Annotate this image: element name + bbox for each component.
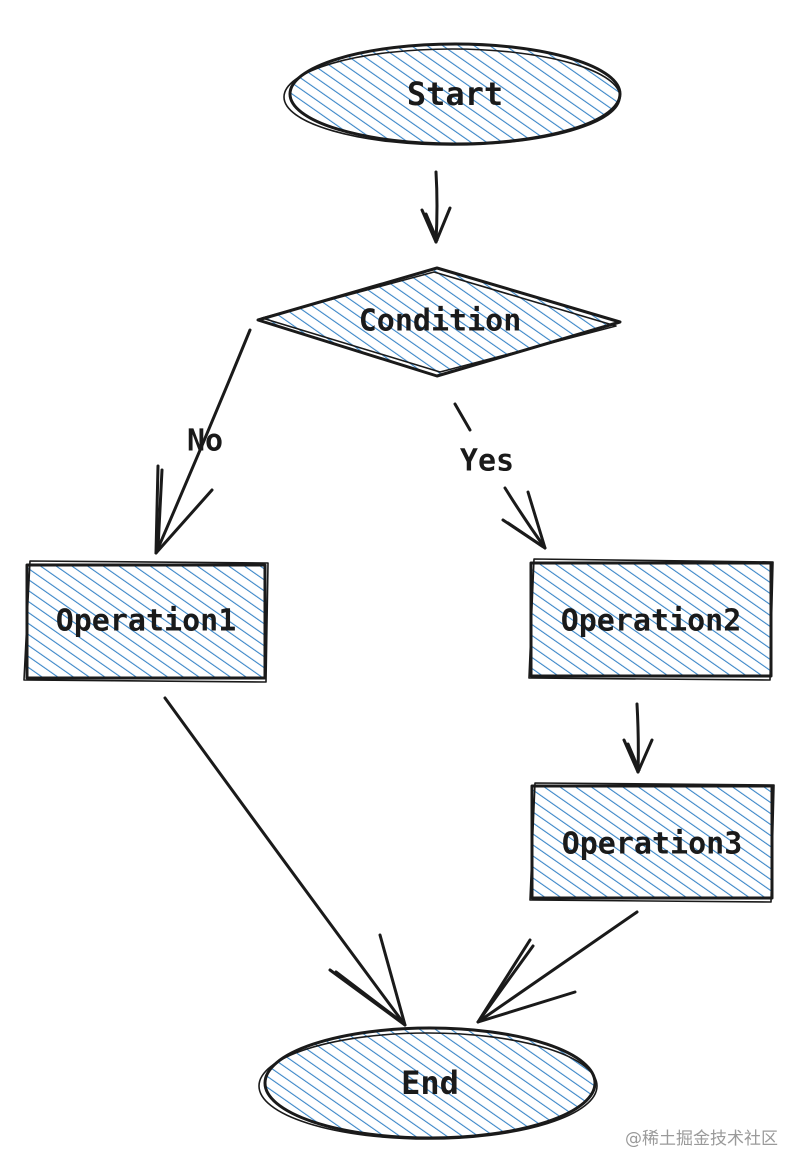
operation3-node: Operation3 [529,782,775,903]
start-node: Start [283,42,622,146]
edge-operation1-end [163,696,407,1027]
condition-node: Condition [256,266,622,378]
condition-label: Condition [359,304,522,339]
no-label: No [187,424,223,459]
edge-operation3-end [476,910,639,1024]
operation3-label: Operation3 [562,827,743,862]
operation1-label: Operation1 [56,604,237,639]
yes-label: Yes [460,444,514,479]
operation2-label: Operation2 [561,604,742,639]
edge-condition-operation1: No [154,328,252,555]
watermark: @稀土掘金技术社区 [625,1129,778,1149]
operation1-node: Operation1 [23,560,269,683]
edge-condition-operation2: Yes [453,402,547,550]
start-label: Start [407,75,503,113]
edge-operation2-operation3 [622,702,654,774]
end-node: End [258,1026,598,1140]
edge-start-condition [420,170,452,244]
operation2-node: Operation2 [528,558,774,681]
end-label: End [401,1064,459,1102]
